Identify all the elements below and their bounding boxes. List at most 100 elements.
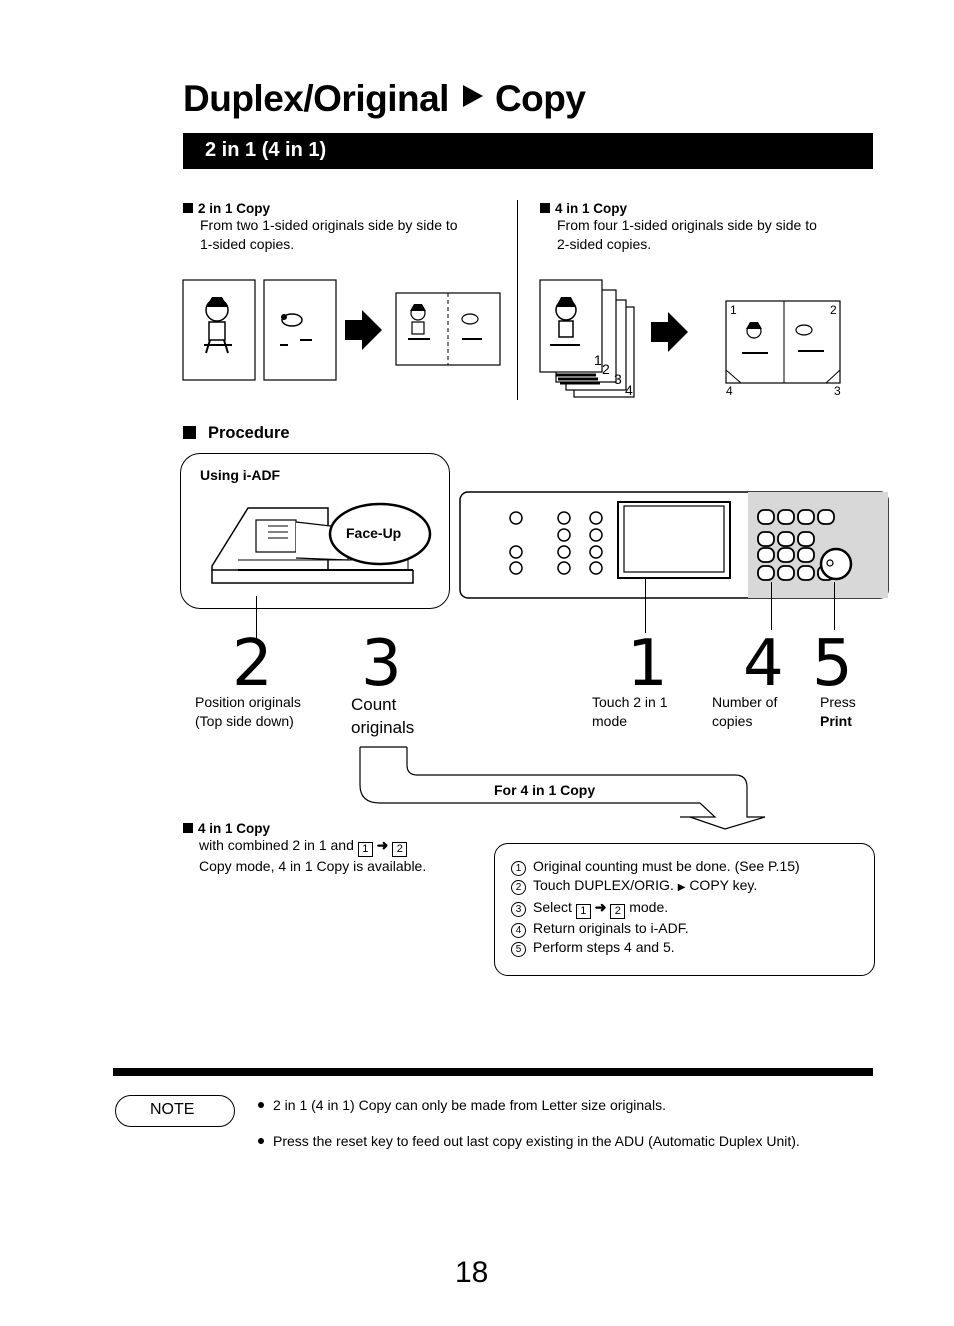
four-in-one-note-heading: 4 in 1 Copy (198, 821, 271, 836)
four-in-one-line1: From four 1-sided originals side by side… (557, 217, 817, 233)
four-in-one-arrow (359, 746, 766, 830)
step-2-line1: Position originals (195, 694, 301, 710)
right-triangle-icon (462, 85, 483, 107)
four-in-one-step-text: Perform steps 4 and 5. (533, 938, 675, 955)
corner-number-2: 2 (830, 303, 837, 317)
key-2-box: 2 (392, 842, 408, 857)
step-1-line2: mode (592, 713, 628, 729)
face-up-label: Face-Up (346, 525, 402, 541)
column-divider (517, 200, 518, 400)
adf-illustration (211, 507, 414, 584)
circled-number-5: 5 (511, 941, 526, 957)
four-in-one-step-text: mode. (629, 898, 669, 915)
four-in-one-step-text: Touch DUPLEX/ORIG. (533, 877, 674, 893)
four-in-one-note-line1: with combined 2 in 1 and (199, 837, 354, 853)
procedure-heading-text: Procedure (208, 424, 290, 442)
four-in-one-line2: 2-sided copies. (557, 236, 652, 252)
step-2-line2: (Top side down) (195, 713, 294, 729)
four-in-one-step: 4 Return originals to i-ADF. (511, 919, 800, 938)
note-item: Press the reset key to feed out last cop… (258, 1133, 800, 1149)
step-number-5: 5 (812, 627, 853, 701)
page-number-1: 1 (594, 352, 602, 368)
face-up-bubble (328, 502, 432, 566)
panel-buttons (509, 511, 603, 575)
step-number-3: 3 (361, 627, 402, 701)
corner-number-3: 3 (834, 384, 841, 398)
four-in-one-step-text: COPY key. (689, 877, 758, 893)
page-number-3: 3 (614, 371, 622, 387)
page-number-4: 4 (625, 382, 633, 398)
four-in-one-step-text: Return originals to i-ADF. (533, 919, 689, 936)
four-in-one-intro: 4 in 1 Copy From four 1-sided originals … (540, 201, 817, 254)
step-3-line1: Count (351, 695, 397, 714)
step-1-label: Touch 2 in 1 mode (592, 693, 668, 731)
four-in-one-illustration: 1 2 3 4 1 2 4 3 (539, 279, 841, 398)
two-in-one-intro: 2 in 1 Copy From two 1-sided originals s… (183, 201, 458, 254)
two-in-one-line2: 1-sided copies. (200, 236, 295, 252)
step-3-line2: originals (351, 718, 415, 737)
key-1-box: 1 (357, 842, 373, 857)
four-in-one-note-line2: Copy mode, 4 in 1 Copy is available. (199, 858, 427, 874)
four-in-one-step: 2 Touch DUPLEX/ORIG. ▶ COPY key. (511, 876, 800, 898)
square-bullet-icon (183, 823, 193, 833)
four-in-one-heading: 4 in 1 Copy (555, 201, 628, 216)
page-number: 18 (455, 1256, 489, 1289)
bullet-icon (258, 1138, 264, 1144)
note-rule (113, 1068, 873, 1076)
two-in-one-line1: From two 1-sided originals side by side … (200, 217, 458, 233)
arrow-icon: ➜ (376, 837, 389, 853)
square-bullet-icon (183, 426, 196, 439)
four-in-one-step: 5 Perform steps 4 and 5. (511, 938, 800, 957)
bullet-icon (258, 1102, 264, 1108)
title-right: Copy (494, 78, 586, 119)
page-number-2: 2 (602, 361, 610, 377)
note-item: 2 in 1 (4 in 1) Copy can only be made fr… (258, 1097, 666, 1113)
right-arrow-icon (651, 312, 688, 352)
note-item-text: 2 in 1 (4 in 1) Copy can only be made fr… (273, 1097, 666, 1113)
note-label: NOTE (150, 1101, 195, 1118)
title-left: Duplex/Original (183, 78, 449, 119)
circled-number-1: 1 (511, 861, 526, 876)
circled-number-2: 2 (511, 880, 526, 895)
step-number-1: 1 (627, 627, 668, 701)
two-in-one-heading: 2 in 1 Copy (198, 201, 271, 216)
two-in-one-illustration (182, 279, 501, 381)
circled-number-3: 3 (511, 901, 526, 917)
step-4-label: Number of copies (712, 693, 777, 731)
leader-line-1 (645, 578, 646, 633)
step-2-label: Position originals (Top side down) (195, 693, 301, 731)
note-label-box: NOTE (115, 1095, 235, 1127)
step-number-4: 4 (743, 627, 784, 701)
step-4-line2: copies (712, 713, 753, 729)
banner-text: 2 in 1 (4 in 1) (205, 139, 327, 161)
note-item-text: Press the reset key to feed out last cop… (273, 1133, 800, 1149)
step-5-label: Press Print (820, 693, 856, 731)
four-in-one-step-text: Select (533, 898, 572, 915)
step-5-line2: Print (820, 713, 852, 729)
step-number-2: 2 (232, 627, 273, 701)
corner-number-4: 4 (726, 384, 733, 398)
right-arrow-icon (345, 310, 382, 350)
step-3-label: Count originals (351, 693, 414, 739)
leader-line-5 (834, 582, 835, 630)
print-key-icon (819, 547, 853, 581)
step-4-line1: Number of (712, 694, 778, 710)
section-banner: 2 in 1 (4 in 1) (183, 133, 873, 169)
control-panel-illustration (459, 491, 889, 599)
step-5-line1: Press (820, 694, 856, 710)
leader-line-2 (256, 596, 257, 638)
circled-number-4: 4 (511, 922, 526, 938)
square-bullet-icon (540, 203, 550, 213)
cartoon-cat-icon (280, 313, 312, 346)
page-title: Duplex/Original Copy (183, 78, 586, 120)
key-1-box: 1 (575, 903, 591, 919)
four-in-one-note: 4 in 1 Copy with combined 2 in 1 and 1 ➜… (183, 821, 426, 876)
four-in-one-steps-box (494, 843, 875, 976)
adf-label: Using i-ADF (200, 467, 281, 483)
key-2-box: 2 (610, 903, 626, 919)
right-triangle-icon: ▶ (677, 882, 686, 893)
step-1-line1: Touch 2 in 1 (592, 694, 668, 710)
